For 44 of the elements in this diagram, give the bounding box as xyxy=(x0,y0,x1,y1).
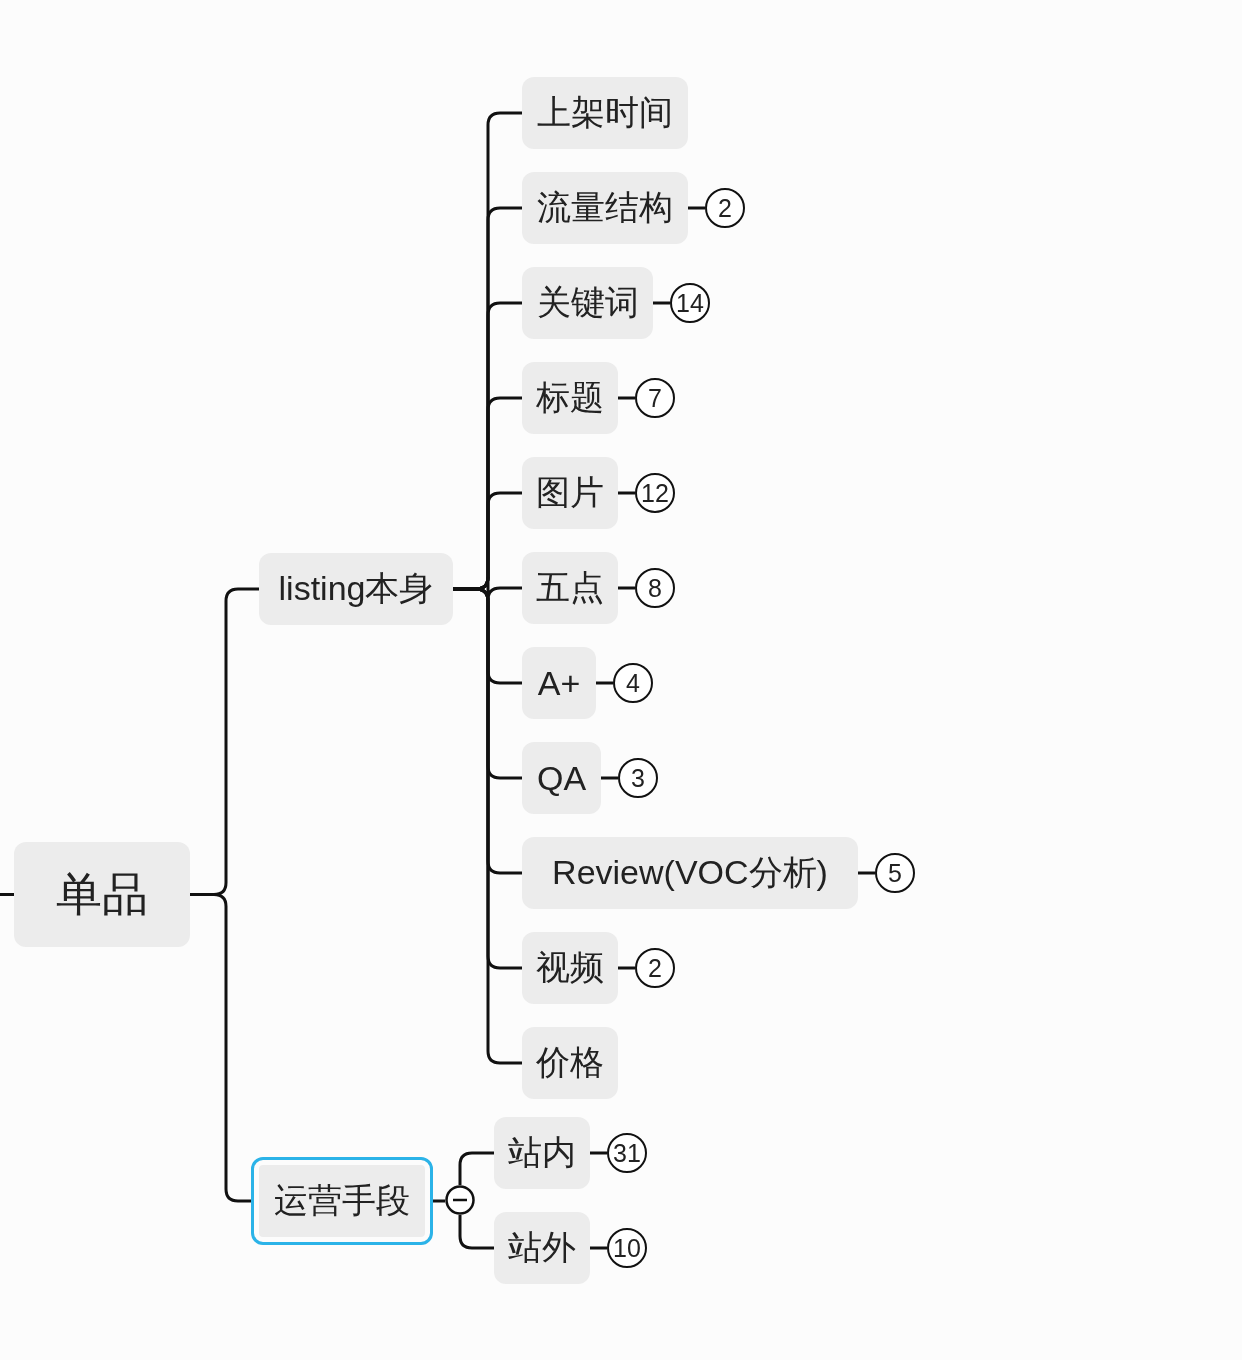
subtopic-box: A+ xyxy=(522,647,596,719)
root-topic-box: 单品 xyxy=(14,842,190,947)
connector-line xyxy=(0,893,14,896)
connector-line xyxy=(590,1246,607,1250)
count-badge: 5 xyxy=(875,853,915,893)
count-badge: 10 xyxy=(607,1228,647,1268)
connector-line xyxy=(618,966,635,970)
count-badge: 2 xyxy=(635,948,675,988)
connector-line xyxy=(688,206,705,210)
subtopic-box: 五点 xyxy=(522,552,618,624)
count-badge: 8 xyxy=(635,568,675,608)
subtopic-box: 站内 xyxy=(494,1117,590,1189)
connector-line xyxy=(601,776,618,780)
count-badge: 14 xyxy=(670,283,710,323)
subtopic-box: 流量结构 xyxy=(522,172,688,244)
connector-line xyxy=(618,396,635,400)
subtopic-box: 标题 xyxy=(522,362,618,434)
connector-line xyxy=(458,1215,494,1250)
subtopic-box: 图片 xyxy=(522,457,618,529)
subtopic-box: QA xyxy=(522,742,601,814)
subtopic-box: 关键词 xyxy=(522,267,653,339)
connector-line xyxy=(618,491,635,495)
connector-line xyxy=(433,1199,445,1203)
connector-line xyxy=(618,586,635,590)
connector-line xyxy=(458,1151,494,1185)
subtopic-box: 上架时间 xyxy=(522,77,688,149)
connector-line xyxy=(190,893,251,1203)
count-badge: 12 xyxy=(635,473,675,513)
count-badge: 31 xyxy=(607,1133,647,1173)
selected-topic-box: 运营手段 xyxy=(251,1157,433,1245)
count-badge: 2 xyxy=(705,188,745,228)
count-badge: 7 xyxy=(635,378,675,418)
subtopic-box: 价格 xyxy=(522,1027,618,1099)
topic-box: listing本身 xyxy=(259,553,453,625)
connector-line xyxy=(653,301,670,305)
connector-line xyxy=(858,871,875,875)
collapse-icon xyxy=(445,1185,475,1215)
subtopic-box: 视频 xyxy=(522,932,618,1004)
connector-line xyxy=(590,1151,607,1155)
subtopic-box: Review(VOC分析) xyxy=(522,837,858,909)
count-badge: 3 xyxy=(618,758,658,798)
connector-line xyxy=(596,681,613,685)
count-badge: 4 xyxy=(613,663,653,703)
subtopic-box: 站外 xyxy=(494,1212,590,1284)
